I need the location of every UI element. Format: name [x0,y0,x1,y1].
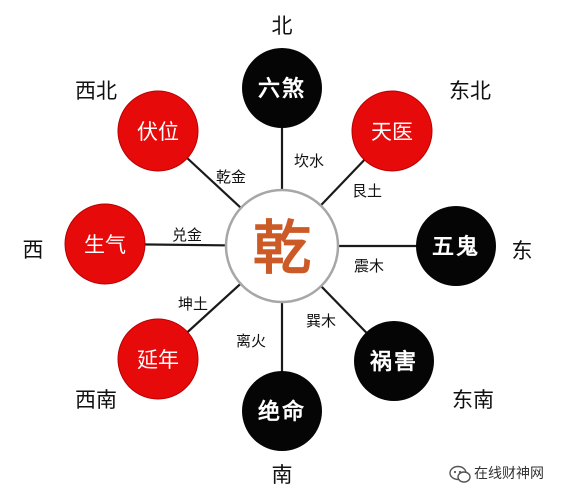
star-northeast-circle [351,90,433,172]
star-northwest-circle [117,90,199,172]
star-northwest: 伏位 [117,90,199,172]
star-west-label: 生气 [84,233,126,257]
star-north: 六煞 [242,48,322,128]
direction-east: 东 [512,239,533,263]
direction-west: 西 [23,238,44,262]
watermark-text: 在线财神网 [474,466,544,482]
wechat-icon [449,465,471,483]
star-northeast-label: 天医 [371,120,413,144]
star-northeast: 天医 [351,90,433,172]
star-south-circle [242,371,322,451]
watermark: 在线财神网 [449,465,544,483]
direction-south: 南 [272,463,293,487]
spoke-label-northeast: 艮土 [352,182,382,200]
center-node: 乾 [224,188,340,304]
direction-northeast: 东北 [449,79,491,103]
star-northwest-label: 伏位 [137,120,179,144]
star-southeast-circle [354,321,434,401]
star-southeast-label: 祸害 [370,349,418,375]
spoke-label-southwest: 坤土 [178,295,208,313]
star-east: 五鬼 [416,206,496,286]
star-east-label: 五鬼 [432,234,480,260]
star-southwest-label: 延年 [137,348,179,372]
star-north-label: 六煞 [258,76,306,102]
star-south: 绝命 [242,371,322,451]
star-southwest: 延年 [117,318,199,400]
star-southeast: 祸害 [354,321,434,401]
spoke-label-southeast: 巽木 [306,312,336,330]
spoke-label-west: 兑金 [172,226,202,244]
star-southwest-circle [117,318,199,400]
center-circle [224,188,340,304]
direction-labels: 北 东北 东 东南 南 西南 西 西北 [23,14,533,487]
spoke-label-north: 坎水 [294,152,324,170]
direction-southwest: 西南 [75,388,117,412]
star-east-circle [416,206,496,286]
star-west: 生气 [64,203,146,285]
star-west-circle [64,203,146,285]
direction-southeast: 东南 [452,388,494,412]
star-south-label: 绝命 [258,399,306,425]
center-label: 乾 [253,214,311,282]
spoke-label-south: 离火 [236,332,266,350]
direction-north: 北 [272,14,293,38]
star-north-circle [242,48,322,128]
direction-northwest: 西北 [75,79,117,103]
spoke-labels: 坎水 艮土 震木 巽木 离火 坤土 兑金 乾金 [172,152,384,350]
spoke-label-east: 震木 [354,257,384,275]
spoke-label-northwest: 乾金 [216,168,246,186]
